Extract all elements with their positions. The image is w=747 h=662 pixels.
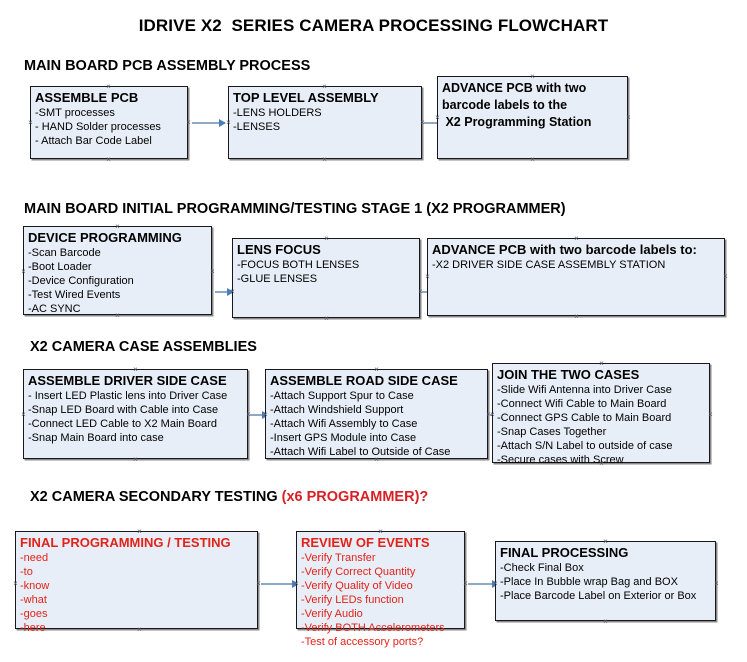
connector-arrow xyxy=(261,580,299,588)
section-title-main-board-initial-programming: MAIN BOARD INITIAL PROGRAMMING/TESTING S… xyxy=(24,201,566,217)
section-title-x2-camera-case-assemblies: X2 CAMERA CASE ASSEMBLIES xyxy=(30,339,257,355)
box-line: -LENS HOLDERS xyxy=(233,107,322,119)
box-line: -Connect GPS Cable to Main Board xyxy=(497,412,672,424)
box-line: -what xyxy=(20,594,47,606)
page-title: IDRIVE X2 SERIES CAMERA PROCESSING FLOWC… xyxy=(138,16,609,35)
box-final-programming-testing[interactable]: FINAL PROGRAMMING / TESTING -need -to -k… xyxy=(15,531,258,634)
box-heading: TOP LEVEL ASSEMBLY xyxy=(233,90,379,105)
box-assemble-driver-side-case[interactable]: ASSEMBLE DRIVER SIDE CASE - Insert LED P… xyxy=(23,369,248,459)
box-line: -Connect LED Cable to X2 Main Board xyxy=(28,418,217,430)
box-heading: JOIN THE TWO CASES xyxy=(497,367,640,382)
box-line: -Check Final Box xyxy=(500,562,584,574)
box-line: -Attach Windshield Support xyxy=(270,404,404,416)
box-line: -need xyxy=(20,552,49,564)
box-line: -Attach Wifi Label to Outside of Case xyxy=(270,446,451,458)
box-line: -GLUE LENSES xyxy=(237,273,318,285)
section-title-text: X2 CAMERA CASE ASSEMBLIES xyxy=(30,339,257,355)
connector-arrow xyxy=(215,288,234,296)
box-line: -FOCUS BOTH LENSES xyxy=(237,259,360,271)
box-line: - HAND Solder processes xyxy=(35,121,161,133)
box-line: -AC SYNC xyxy=(28,303,81,315)
arrowhead-icon xyxy=(219,119,226,127)
arrowhead-icon xyxy=(292,580,299,588)
box-line: -Scan Barcode xyxy=(28,247,101,259)
box-advance-pcb-driver-side-case[interactable]: ADVANCE PCB with two barcode labels to: … xyxy=(427,238,725,316)
box-line: -Verify Quality of Video xyxy=(301,580,413,592)
box-line: -Verify BOTH Accelerometers xyxy=(301,622,445,634)
box-top-level-assembly[interactable]: TOP LEVEL ASSEMBLY -LENS HOLDERS -LENSES xyxy=(228,86,422,159)
box-join-the-two-cases[interactable]: JOIN THE TWO CASES -Slide Wifi Antenna i… xyxy=(492,363,710,466)
connector-arrow xyxy=(192,119,226,127)
box-heading: FINAL PROCESSING xyxy=(500,545,629,560)
box-advance-pcb-x2-programming-station[interactable]: ADVANCE PCB with two barcode labels to t… xyxy=(437,76,628,159)
box-line: -Attach Support Spur to Case xyxy=(270,390,414,402)
box-line: -Test of accessory ports? xyxy=(301,636,424,648)
box-heading: FINAL PROGRAMMING / TESTING xyxy=(20,535,231,550)
section-title-text: X2 CAMERA SECONDARY TESTING xyxy=(30,489,282,505)
box-line: -SMT processes xyxy=(35,107,115,119)
section-title-accent: (x6 PROGRAMMER)? xyxy=(281,489,429,505)
box-line: - Attach Bar Code Label xyxy=(35,135,152,147)
box-heading: ADVANCE PCB with two barcode labels to t… xyxy=(442,81,592,129)
box-line: -Snap Cases Together xyxy=(497,426,607,438)
box-line: -Place Barcode Label on Exterior or Box xyxy=(500,590,697,602)
section-title-x2-camera-secondary-testing: X2 CAMERA SECONDARY TESTING (x6 PROGRAMM… xyxy=(30,489,428,505)
box-line: -Verify Transfer xyxy=(301,552,376,564)
box-line: -Device Configuration xyxy=(28,275,134,287)
box-heading: REVIEW OF EVENTS xyxy=(301,535,430,550)
box-line: -to xyxy=(20,566,33,578)
box-line: -Snap Main Board into case xyxy=(28,432,164,444)
box-line: -Boot Loader xyxy=(28,261,92,273)
box-assemble-pcb[interactable]: ASSEMBLE PCB -SMT processes - HAND Solde… xyxy=(30,86,188,159)
box-line: -Attach Wifi Assembly to Case xyxy=(270,418,418,430)
box-heading: ASSEMBLE ROAD SIDE CASE xyxy=(270,373,458,388)
box-line: -Verify Correct Quantity xyxy=(301,566,416,578)
box-line: -goes xyxy=(20,608,48,620)
box-line: -here xyxy=(20,622,46,634)
section-title-main-board-pcb-assembly-process: MAIN BOARD PCB ASSEMBLY PROCESS xyxy=(24,58,310,74)
section-title-text: MAIN BOARD PCB ASSEMBLY PROCESS xyxy=(24,58,311,74)
box-line: -Secure cases with Screw xyxy=(497,454,624,466)
box-line: - Insert LED Plastic lens into Driver Ca… xyxy=(28,390,228,402)
connector-arrow xyxy=(468,580,499,588)
box-line: -Attach S/N Label to outside of case xyxy=(497,440,673,452)
box-line: -Test Wired Events xyxy=(28,289,121,301)
box-line: -Connect Wifi Cable to Main Board xyxy=(497,398,667,410)
box-line: -Verify LEDs function xyxy=(301,594,404,606)
box-heading: ASSEMBLE DRIVER SIDE CASE xyxy=(28,373,227,388)
box-heading: LENS FOCUS xyxy=(237,242,321,257)
box-line: -Place In Bubble wrap Bag and BOX xyxy=(500,576,678,588)
box-final-processing[interactable]: FINAL PROCESSING -Check Final Box -Place… xyxy=(495,541,716,621)
box-device-programming[interactable]: DEVICE PROGRAMMING -Scan Barcode -Boot L… xyxy=(23,226,212,315)
box-lens-focus[interactable]: LENS FOCUS -FOCUS BOTH LENSES -GLUE LENS… xyxy=(232,238,420,318)
section-title-text: MAIN BOARD INITIAL PROGRAMMING/TESTING S… xyxy=(24,201,566,217)
box-assemble-road-side-case[interactable]: ASSEMBLE ROAD SIDE CASE -Attach Support … xyxy=(265,369,488,459)
box-line: -know xyxy=(20,580,50,592)
box-line: -X2 DRIVER SIDE CASE ASSEMBLY STATION xyxy=(432,259,666,271)
box-line: -Slide Wifi Antenna into Driver Case xyxy=(497,384,672,396)
box-line: -Insert GPS Module into Case xyxy=(270,432,417,444)
box-line: -LENSES xyxy=(233,121,281,133)
box-heading: DEVICE PROGRAMMING xyxy=(28,230,182,245)
box-heading: ASSEMBLE PCB xyxy=(35,90,139,105)
box-line: -Snap LED Board with Cable into Case xyxy=(28,404,219,416)
box-line: -Verify Audio xyxy=(301,608,363,620)
box-heading: ADVANCE PCB with two barcode labels to: xyxy=(432,242,697,257)
arrowhead-icon xyxy=(227,288,234,296)
box-review-of-events[interactable]: REVIEW OF EVENTS -Verify Transfer -Verif… xyxy=(296,531,465,648)
